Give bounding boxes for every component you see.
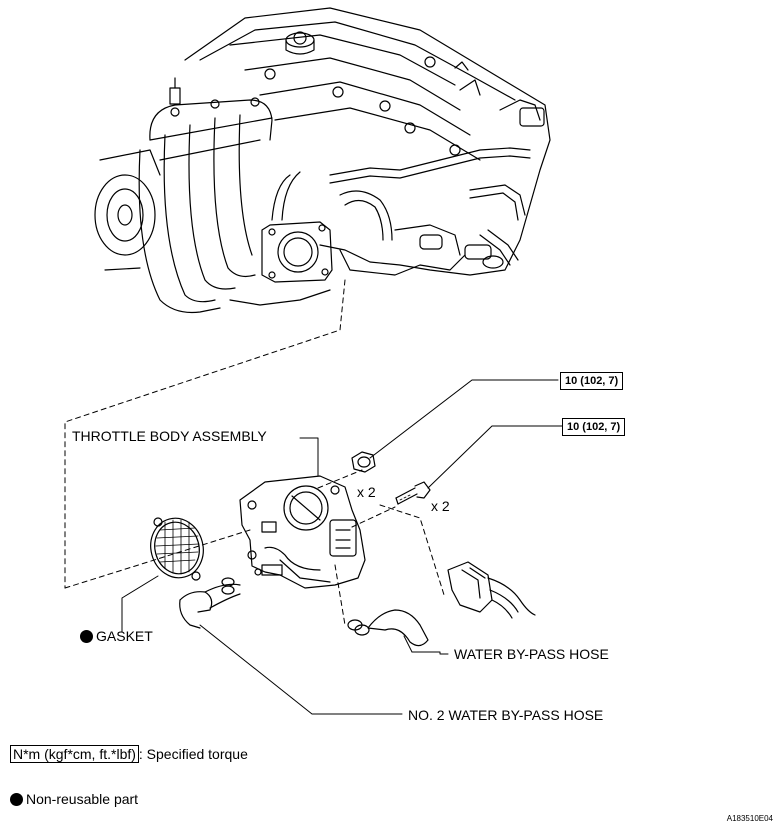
water-bypass-hose-part xyxy=(367,609,429,647)
connector-part xyxy=(447,561,536,619)
legend-non-reusable: Non-reusable part xyxy=(10,791,138,807)
legend-torque: N*m (kgf*cm, ft.*lbf): Specified torque xyxy=(10,745,248,763)
legend-torque-desc: : Specified torque xyxy=(138,746,248,762)
engine-block xyxy=(94,7,551,314)
nut-quantity: x 2 xyxy=(357,484,376,500)
nut-part xyxy=(351,451,376,473)
gasket-label-text: GASKET xyxy=(96,628,153,644)
torque-spec-nut: 10 (102, 7) xyxy=(560,372,624,390)
no2-water-bypass-hose-label: NO. 2 WATER BY-PASS HOSE xyxy=(408,707,604,723)
bolt-quantity: x 2 xyxy=(431,498,450,514)
no2-water-bypass-hose-part xyxy=(179,583,241,629)
legend-torque-units: N*m (kgf*cm, ft.*lbf) xyxy=(10,745,139,763)
gasket-part xyxy=(150,517,204,581)
torque-spec-bolt: 10 (102, 7) xyxy=(562,418,626,436)
gasket-label: GASKET xyxy=(80,628,153,644)
water-bypass-hose-label: WATER BY-PASS HOSE xyxy=(454,646,609,662)
non-reusable-legend-dot-icon xyxy=(10,793,23,806)
hose-clamps xyxy=(221,577,370,636)
throttle-body-assembly xyxy=(239,475,366,589)
non-reusable-dot-icon xyxy=(80,630,93,643)
dashed-leaders xyxy=(64,279,446,626)
bolt-part xyxy=(395,481,431,505)
legend-non-reusable-text: Non-reusable part xyxy=(26,791,139,807)
figure-id: A183510E04 xyxy=(726,814,773,823)
throttle-body-label: THROTTLE BODY ASSEMBLY xyxy=(72,428,267,444)
leader-lines xyxy=(121,379,563,715)
